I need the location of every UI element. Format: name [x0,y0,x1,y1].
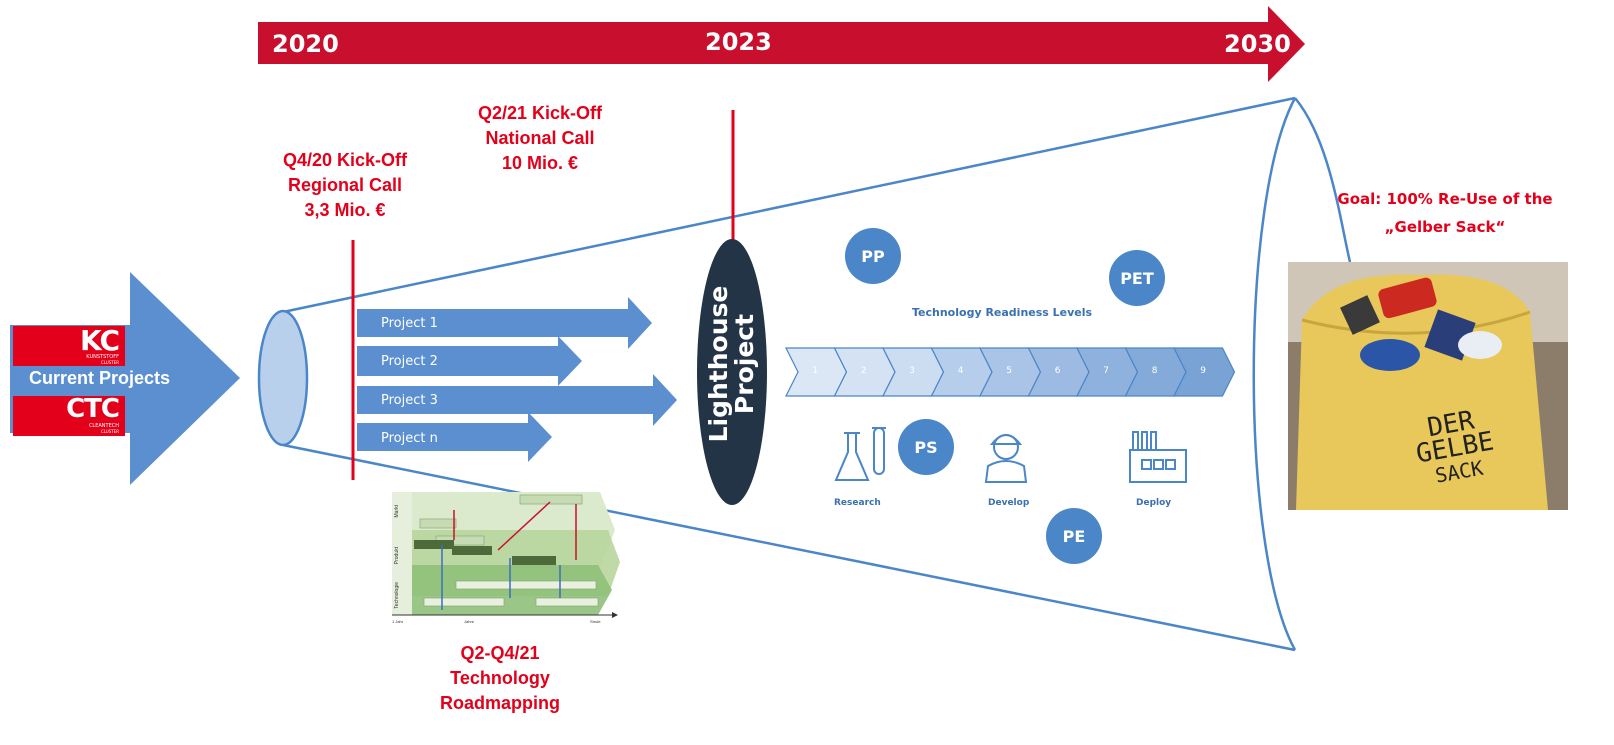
milestone-roadmapping-line2: Technology [450,668,550,688]
goal-line1: Goal: 100% Re-Use of the [1337,190,1553,208]
current-projects-label: Current Projects [29,368,171,388]
worker-icon [984,434,1028,483]
project-arrow-n [357,412,552,462]
milestone-q2-21-line3: 10 Mio. € [501,153,579,173]
gelber-sack-photo [1288,262,1568,510]
funnel-start-ellipse [257,309,309,447]
milestone-q2-21-line1: Q2/21 Kick-Off [477,103,603,123]
milestone-q2-21: Q2/21 Kick-Off National Call 10 Mio. € [440,101,640,176]
roadmap-axis-label-start: 1 Jahr [392,619,404,624]
lighthouse-label-line2: Project [730,313,759,415]
trl-level-4: 4 [957,366,964,376]
trl-title: Technology Readiness Levels [912,306,1093,319]
roadmap-row-label-markt: Markt [394,505,400,518]
milestone-q4-20-line1: Q4/20 Kick-Off [282,150,408,170]
ctc-logo: CTC CLEANTECH CLUSTER [13,394,125,436]
goal-text: Goal: 100% Re-Use of the „Gelber Sack“ [1300,185,1590,241]
project-label-1: Project 1 [381,316,438,331]
milestone-roadmapping-line1: Q2-Q4/21 [460,643,540,663]
roadmap-axis-label-mid: Jahre [464,619,475,624]
trl-level-6: 6 [1054,366,1061,376]
milestone-q4-20: Q4/20 Kick-Off Regional Call 3,3 Mio. € [245,148,445,223]
phase-deploy: Deploy [1136,498,1172,508]
year-label-2023: 2023 [705,28,772,56]
phase-research: Research [834,498,881,508]
project-arrow-2 [357,336,582,386]
flask-icon [834,427,886,481]
milestone-q4-20-line3: 3,3 Mio. € [304,200,386,220]
roadmap-axis-label-end: Strukt [590,619,601,624]
milestone-q4-20-line2: Regional Call [287,175,403,195]
material-ps: PS [898,419,954,475]
kc-logo-sub: KUNSTSTOFF [86,354,119,360]
funnel-end-arc-right [1294,97,1352,263]
year-label-2020: 2020 [272,30,339,58]
kc-logo-sub2: CLUSTER [100,360,119,365]
milestone-roadmapping: Q2-Q4/21 Technology Roadmapping [400,641,600,716]
timeline-arrow [258,6,1305,82]
lighthouse-project-label: Lighthouse Project [704,284,759,444]
project-label-2: Project 2 [381,354,438,369]
roadmap-row-label-technologie: Technologie [394,582,400,609]
project-label-3: Project 3 [381,393,438,408]
material-pet: PET [1109,250,1165,306]
funnel-outline [282,96,1296,652]
trl-level-3: 3 [909,366,915,376]
ctc-logo-sub2: CLUSTER [100,429,119,434]
kc-logo-abbr: KC [80,324,120,357]
kc-logo: KC KUNSTSTOFF CLUSTER [13,324,125,366]
funnel-end-arc [1252,97,1297,651]
trl-chevrons [785,347,1236,397]
project-label-n: Project n [381,431,438,446]
ctc-logo-abbr: CTC [66,394,120,424]
material-pp: PP [845,228,901,284]
trl-chevron-9 [1173,347,1236,397]
trl-level-9: 9 [1200,366,1206,376]
milestone-q2-21-line2: National Call [485,128,595,148]
trl-level-2: 2 [860,366,867,376]
ctc-logo-sub: CLEANTECH [88,423,119,429]
project-arrow-1 [357,297,652,349]
factory-icon [1129,431,1187,483]
trl-level-5: 5 [1006,366,1012,376]
phase-develop: Develop [988,498,1030,508]
goal-line2: „Gelber Sack“ [1384,218,1506,236]
lighthouse-ellipse [697,239,767,505]
milestone-roadmapping-line3: Roadmapping [440,693,560,713]
roadmap-row-label-produkt: Produkt [394,547,400,565]
trl-level-8: 8 [1151,366,1158,376]
lighthouse-label-line1: Lighthouse [704,285,733,443]
project-arrow-3 [357,374,677,426]
trl-level-7: 7 [1103,366,1109,376]
material-pe: PE [1046,508,1102,564]
year-label-2030: 2030 [1224,30,1291,58]
trl-level-1: 1 [812,366,818,376]
roadmap-chart-thumbnail [392,492,620,618]
